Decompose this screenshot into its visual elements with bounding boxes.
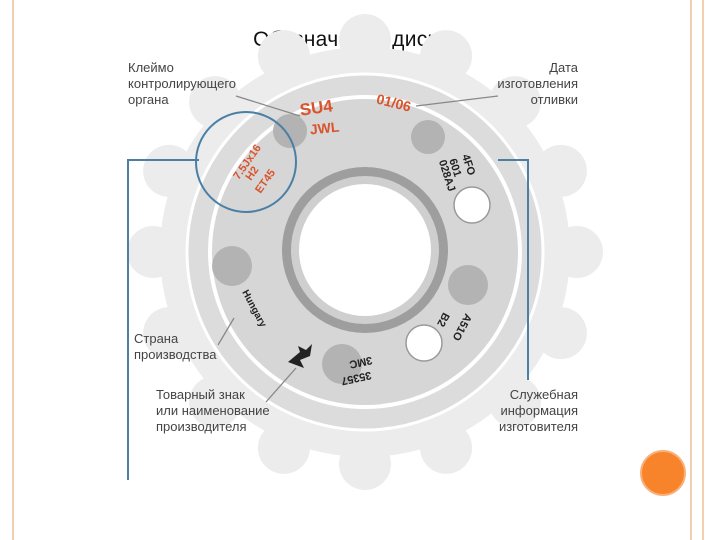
- cog-tooth: [488, 76, 541, 129]
- label-inspector-stamp: Клеймо контролирующего органа: [128, 60, 237, 107]
- cog-tooth: [257, 421, 310, 474]
- cog-tooth: [257, 30, 310, 83]
- callout-line-right: [498, 159, 529, 380]
- marking-code-right-2: 601: [446, 157, 463, 178]
- marking-maker-code: JWL: [309, 118, 341, 137]
- cog-tooth: [420, 421, 473, 474]
- bird-trademark-icon: [288, 344, 312, 368]
- cog-tooth: [189, 375, 242, 428]
- marking-code-bottom-2: 3MC: [348, 354, 373, 371]
- center-bore: [299, 184, 431, 316]
- cog-tooth: [143, 307, 196, 360]
- bolt-holes: [212, 114, 488, 384]
- cog-tooth: [339, 438, 391, 490]
- label-service-info: Служебная информация изготовителя: [498, 387, 578, 434]
- slide-border-right: [690, 0, 704, 540]
- marking-stamp: SU4: [299, 96, 335, 119]
- callout-highlight-circle: [195, 111, 297, 213]
- label-trademark: Товарный знак или наименование производи…: [156, 387, 270, 434]
- label-cast-date: Дата изготовления отливки: [497, 60, 578, 107]
- cog-tooth: [534, 307, 587, 360]
- cog-tooth: [534, 144, 587, 197]
- valve-holes: [405, 186, 491, 362]
- callout-line-stamp: [127, 159, 199, 480]
- leader-line-country: [217, 317, 235, 346]
- cog-tooth: [551, 226, 603, 278]
- label-country: Страна производства: [134, 331, 217, 362]
- leader-lines: [217, 95, 499, 403]
- leader-line-inspector: [235, 95, 301, 117]
- orange-dot-decoration: [640, 450, 686, 496]
- cog-tooth: [339, 14, 391, 66]
- callout-lines: [127, 159, 529, 480]
- cog-tooth: [143, 144, 196, 197]
- cog-tooth: [420, 30, 473, 83]
- cog-tooth: [127, 226, 179, 278]
- leader-line-date: [415, 95, 499, 107]
- cog-tooth: [488, 375, 541, 428]
- leader-line-trademark: [265, 367, 297, 403]
- slide-border-left: [0, 0, 14, 540]
- marking-code-lower-right-2: B2: [434, 310, 451, 328]
